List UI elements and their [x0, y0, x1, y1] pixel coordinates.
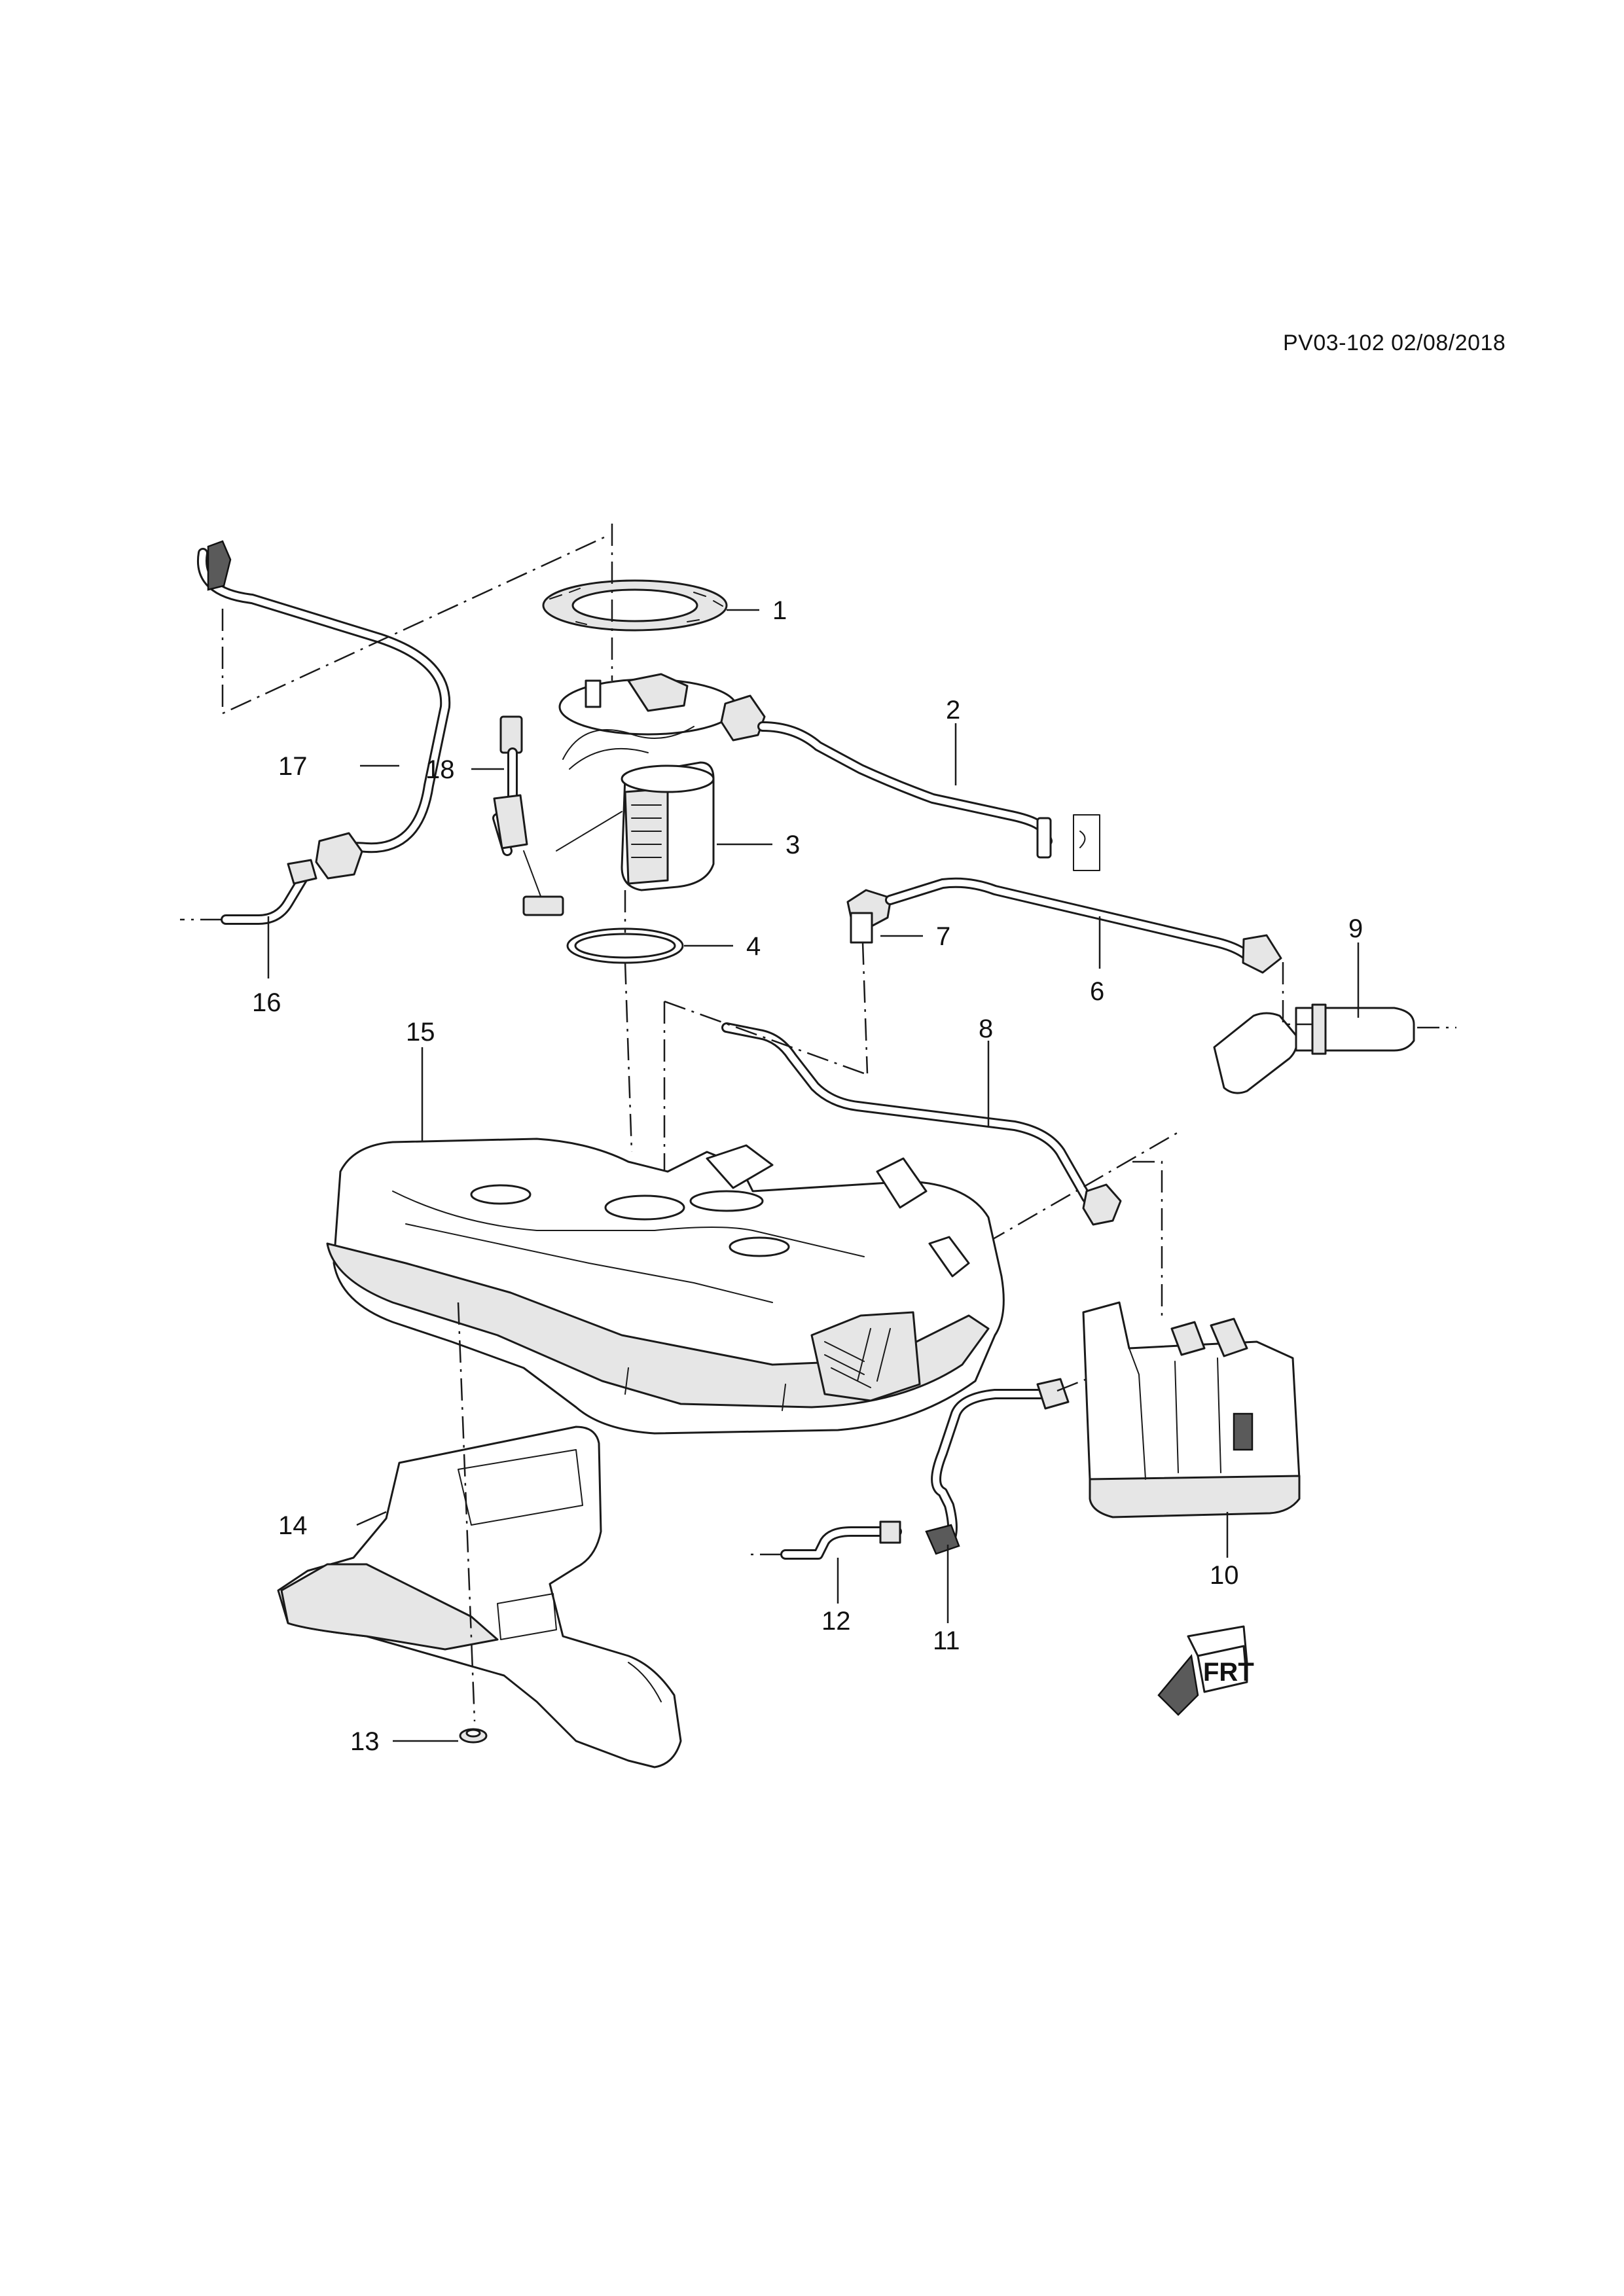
front-arrow-icon	[1157, 1625, 1248, 1716]
purge-pipe	[746, 1520, 902, 1560]
callout-4: 4	[746, 932, 761, 961]
fuel-pump-wiring-harness	[720, 694, 1100, 871]
vent-pipe	[885, 877, 1282, 974]
front-indicator-label: FRT	[1203, 1658, 1254, 1687]
fuel-tank	[326, 1138, 1005, 1435]
fuel-level-sensor	[492, 715, 623, 916]
heat-shield	[277, 1426, 682, 1768]
canister-hose	[925, 1378, 1070, 1555]
filler-neck-hose	[1213, 1003, 1456, 1094]
callout-numbers: 1 2 3 4 6 7 8 9 10 11 12 13 14 15 16 17 …	[252, 596, 1363, 1756]
fuel-pump-retaining-ring	[542, 579, 728, 632]
callout-14: 14	[278, 1511, 308, 1540]
fuel-feed-pipe	[180, 859, 317, 925]
callout-15: 15	[406, 1018, 435, 1047]
callout-2: 2	[946, 696, 960, 725]
leader-lines	[267, 609, 1360, 1742]
fuel-feed-hose	[196, 540, 451, 880]
callout-6: 6	[1090, 977, 1104, 1006]
callout-8: 8	[979, 1014, 993, 1043]
callout-13: 13	[350, 1727, 380, 1756]
callout-9: 9	[1348, 914, 1363, 943]
callout-18: 18	[425, 755, 455, 784]
fuel-pump-module	[558, 673, 738, 891]
vent-valve	[846, 889, 892, 944]
callout-17: 17	[278, 752, 308, 781]
retaining-clip	[459, 1728, 488, 1744]
callout-11: 11	[933, 1626, 960, 1655]
callout-1: 1	[772, 596, 787, 625]
document-reference: PV03-102 02/08/2018	[1283, 331, 1506, 355]
fuel-tank-vent-pipe	[721, 1022, 1122, 1226]
callout-12: 12	[821, 1607, 851, 1636]
fuel-pump-seal	[566, 927, 684, 964]
callout-16: 16	[252, 988, 281, 1017]
callout-10: 10	[1210, 1561, 1239, 1590]
callout-3: 3	[785, 831, 800, 859]
callout-7: 7	[936, 922, 950, 951]
evap-canister	[1082, 1301, 1301, 1518]
